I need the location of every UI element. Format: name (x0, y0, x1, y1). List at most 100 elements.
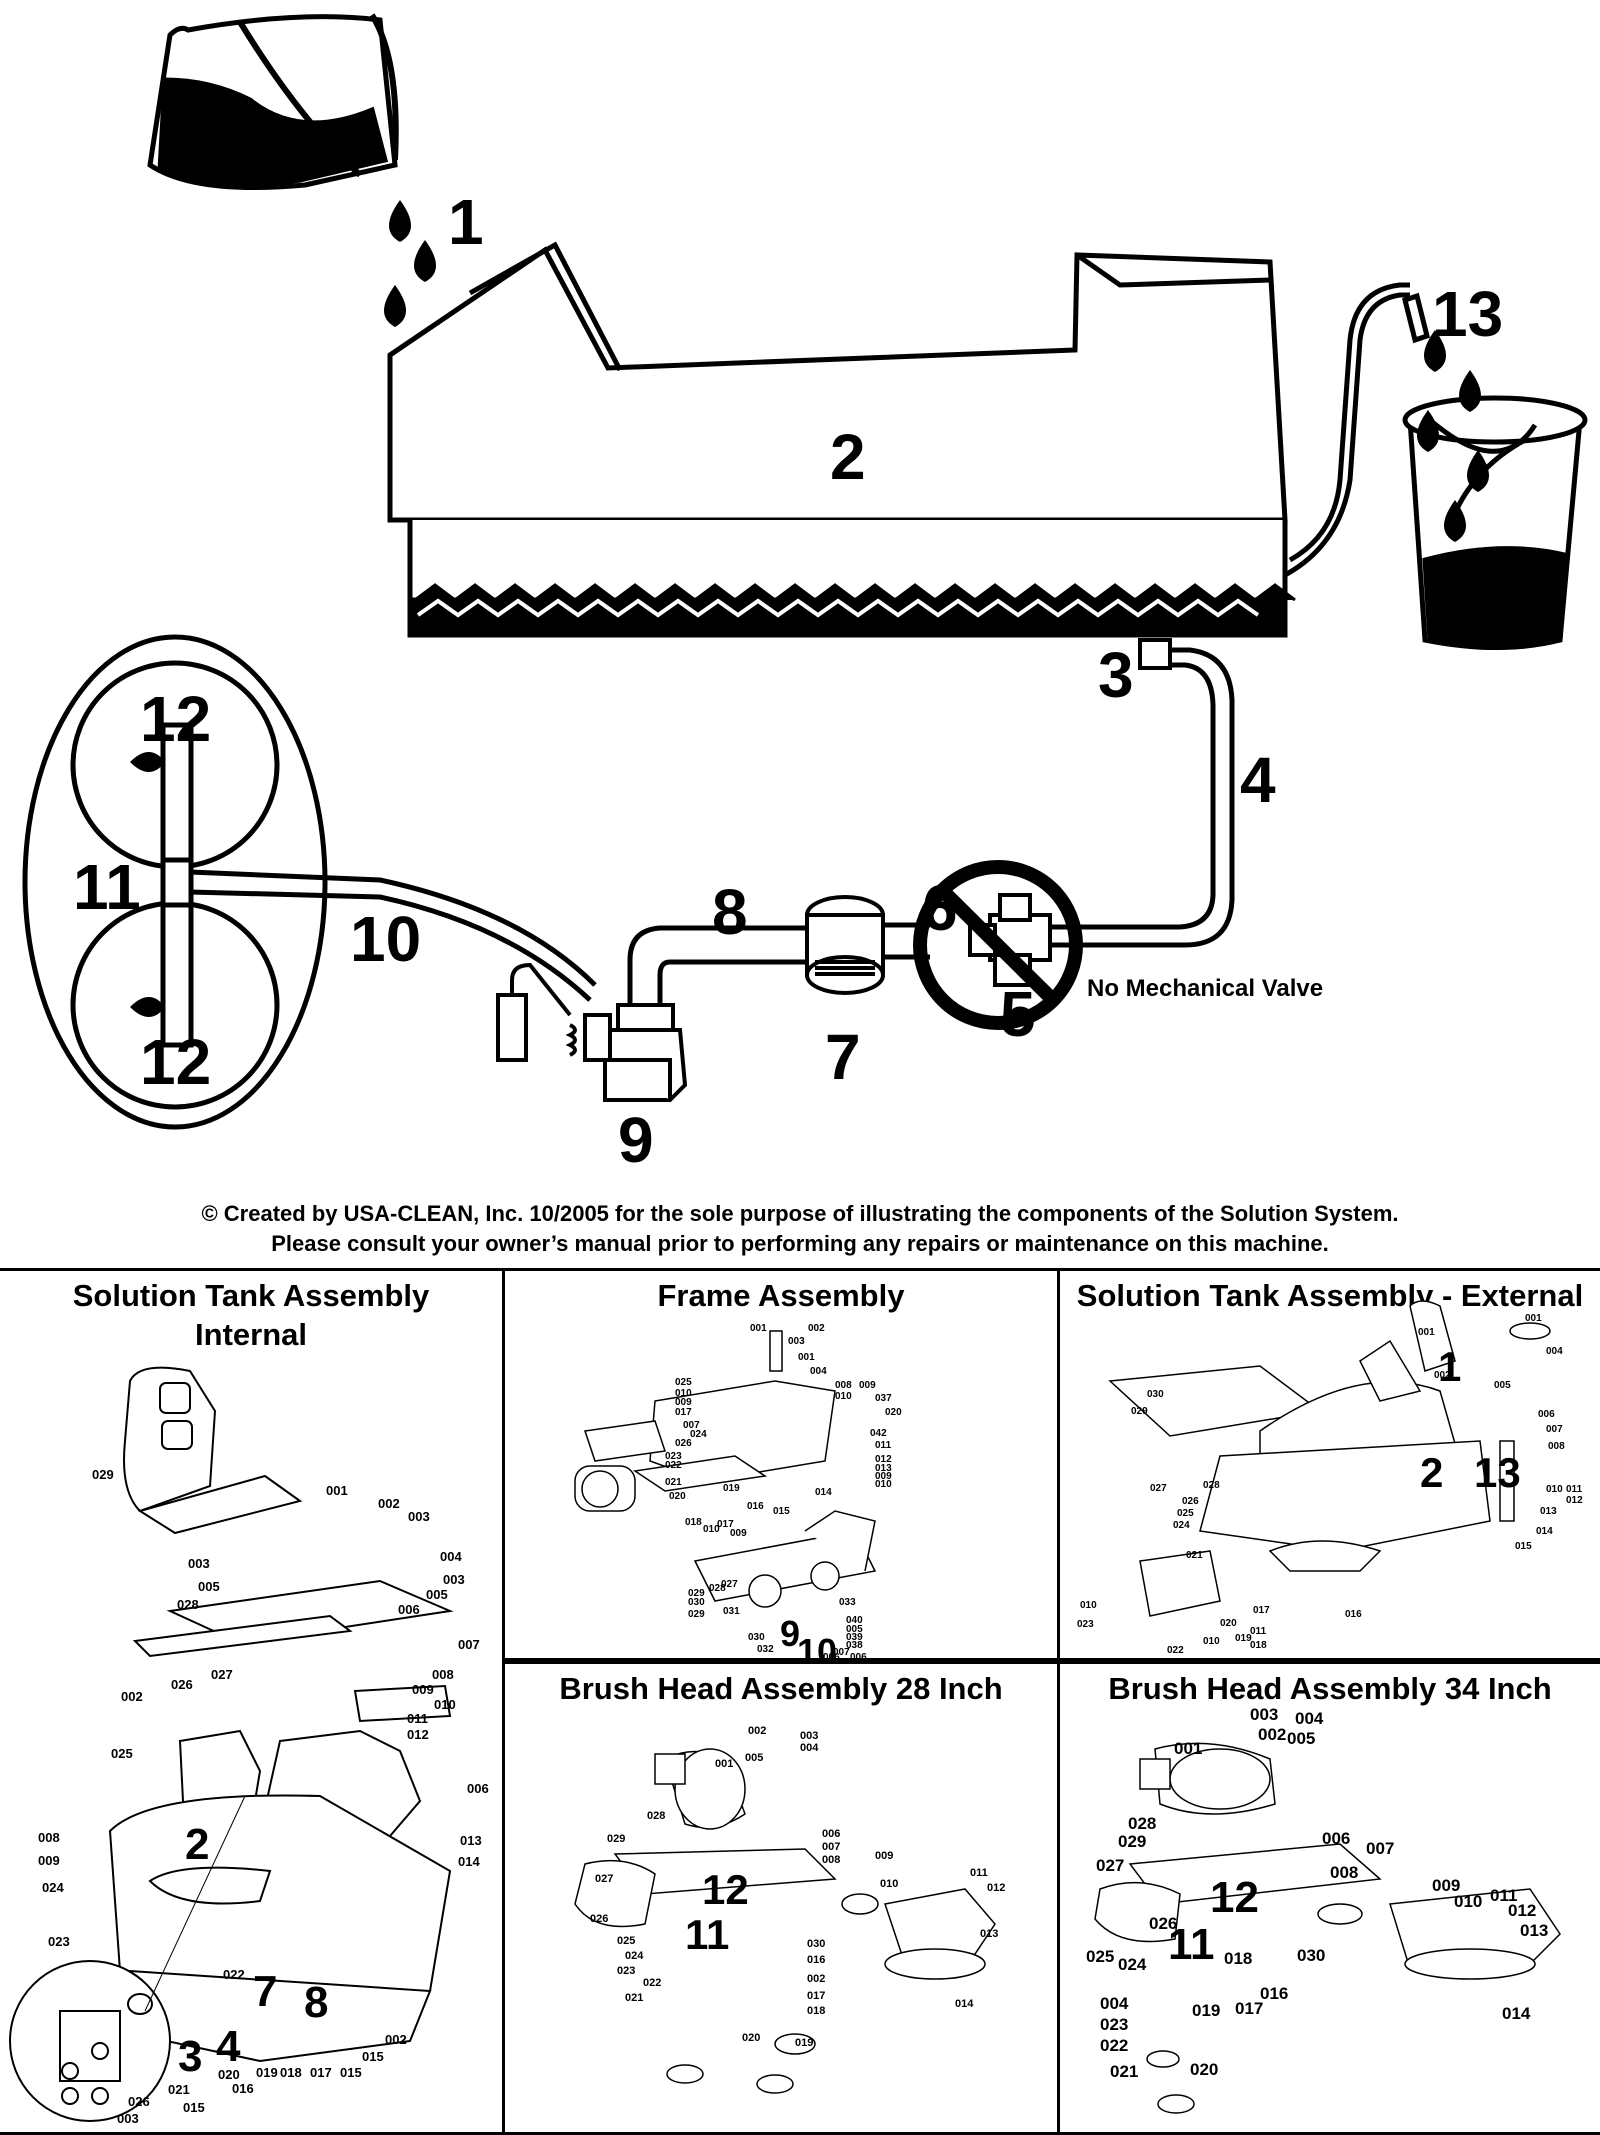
callout: 024 (42, 1880, 64, 1895)
callout: 012 (407, 1727, 429, 1742)
label-12-top: 12 (140, 683, 212, 755)
supply-hose (1050, 647, 1235, 948)
callout: 032 (757, 1644, 774, 1655)
callout: 038 (846, 1640, 863, 1651)
tank-external-drawing (1108, 1300, 1551, 1617)
callout: 007 (1366, 1839, 1394, 1858)
callout: 011 (970, 1867, 988, 1879)
callout: 015 (362, 2049, 384, 2064)
tank-internal-callouts: 029 001 002 003 004 003 005 028 003 005 … (38, 1467, 489, 2126)
callout: 001 (326, 1483, 348, 1498)
drain-droplets (1417, 330, 1489, 542)
part-number: 1 (1438, 1343, 1461, 1390)
callout: 004 (1100, 1994, 1129, 2013)
callout: 010 (434, 1697, 456, 1712)
callout: 027 (1096, 1856, 1124, 1875)
callout: 008 (1330, 1863, 1358, 1882)
callout: 001 (1174, 1739, 1202, 1758)
part-number: 12 (702, 1866, 749, 1913)
callout: 002 (121, 1689, 143, 1704)
callout: 007 (1546, 1424, 1563, 1435)
callout: 019 (1192, 2001, 1220, 2020)
callout: 020 (742, 2032, 760, 2044)
tank-internal-drawing (9, 1366, 454, 2122)
valve-filter-hose (880, 922, 930, 960)
callout: 014 (815, 1487, 832, 1498)
label-7: 7 (825, 1021, 861, 1093)
callout: 010 (880, 1878, 898, 1890)
callout: 018 (685, 1517, 702, 1528)
callout: 002 (378, 1496, 400, 1511)
callout: 025 (675, 1377, 692, 1388)
callout: 015 (340, 2065, 362, 2080)
callout: 023 (48, 1934, 70, 1949)
callout: 021 (168, 2082, 190, 2097)
callout: 015 (183, 2100, 205, 2115)
callout: 016 (807, 1954, 825, 1966)
callout: 024 (690, 1429, 707, 1440)
callout: 042 (870, 1428, 887, 1439)
credit-line-2: Please consult your owner’s manual prior… (271, 1231, 1329, 1256)
callout: 025 (1086, 1947, 1114, 1966)
callout: 026 (675, 1438, 692, 1449)
callout: 021 (625, 1992, 643, 2004)
callout: 010 (875, 1479, 892, 1490)
callout: 009 (875, 1850, 893, 1862)
callout: 001 (750, 1323, 767, 1334)
callout: 010 (1546, 1484, 1563, 1495)
label-12-bottom: 12 (140, 1026, 212, 1098)
callout: 010 (1454, 1892, 1482, 1911)
callout: 022 (1167, 1645, 1184, 1656)
callout: 003 (788, 1336, 805, 1347)
callout: 028 (647, 1810, 665, 1822)
panel-tank-internal: Solution Tank Assembly Internal (0, 1271, 505, 2135)
part-number: 2 (1420, 1449, 1443, 1496)
callout: 004 (440, 1549, 462, 1564)
callout: 026 (171, 1677, 193, 1692)
callout: 017 (807, 1990, 825, 2002)
callout: 008 (822, 1854, 840, 1866)
solution-tank (387, 241, 1296, 638)
callout: 011 (1566, 1484, 1583, 1495)
callout: 028 (1203, 1480, 1220, 1491)
callout: 009 (875, 1471, 892, 1482)
callout: 005 (1494, 1380, 1511, 1391)
callout: 024 (1118, 1955, 1147, 1974)
callout: 029 (1131, 1406, 1148, 1417)
callout: 027 (721, 1579, 738, 1590)
callout: 013 (460, 1833, 482, 1848)
inline-filter (805, 895, 885, 995)
solution-pump (496, 962, 688, 1102)
callout: 010 (1080, 1600, 1097, 1611)
callout: 023 (1100, 2015, 1128, 2034)
label-6: 6 (922, 872, 958, 944)
pouring-bucket-icon (147, 13, 399, 190)
callout: 019 (723, 1483, 740, 1494)
callout: 023 (617, 1965, 635, 1977)
callout: 018 (807, 2005, 825, 2017)
callout: 030 (688, 1597, 705, 1608)
callout: 025 (617, 1935, 635, 1947)
part-number: 2 (185, 1820, 209, 1869)
overflow-hose (1283, 282, 1430, 578)
callout: 004 (800, 1742, 819, 1754)
callout: 009 (412, 1682, 434, 1697)
callout: 012 (875, 1454, 892, 1465)
callout: 012 (1566, 1495, 1583, 1506)
callout: 025 (111, 1746, 133, 1761)
callout: 022 (223, 1967, 245, 1982)
callout: 009 (675, 1397, 692, 1408)
callout: 003 (800, 1730, 818, 1742)
callout: 007 (833, 1647, 850, 1658)
callout: 025 (1177, 1508, 1194, 1519)
callout: 009 (859, 1380, 876, 1391)
callout: 007 (458, 1637, 480, 1652)
callout: 033 (839, 1597, 856, 1608)
callout: 005 (1287, 1729, 1315, 1748)
callout: 028 (709, 1583, 726, 1594)
callout: 023 (665, 1451, 682, 1462)
panel-title: Brush Head Assembly 28 Inch (559, 1671, 1003, 1706)
callout: 017 (675, 1407, 692, 1418)
part-number: 4 (216, 2022, 241, 2071)
callout: 029 (607, 1833, 625, 1845)
